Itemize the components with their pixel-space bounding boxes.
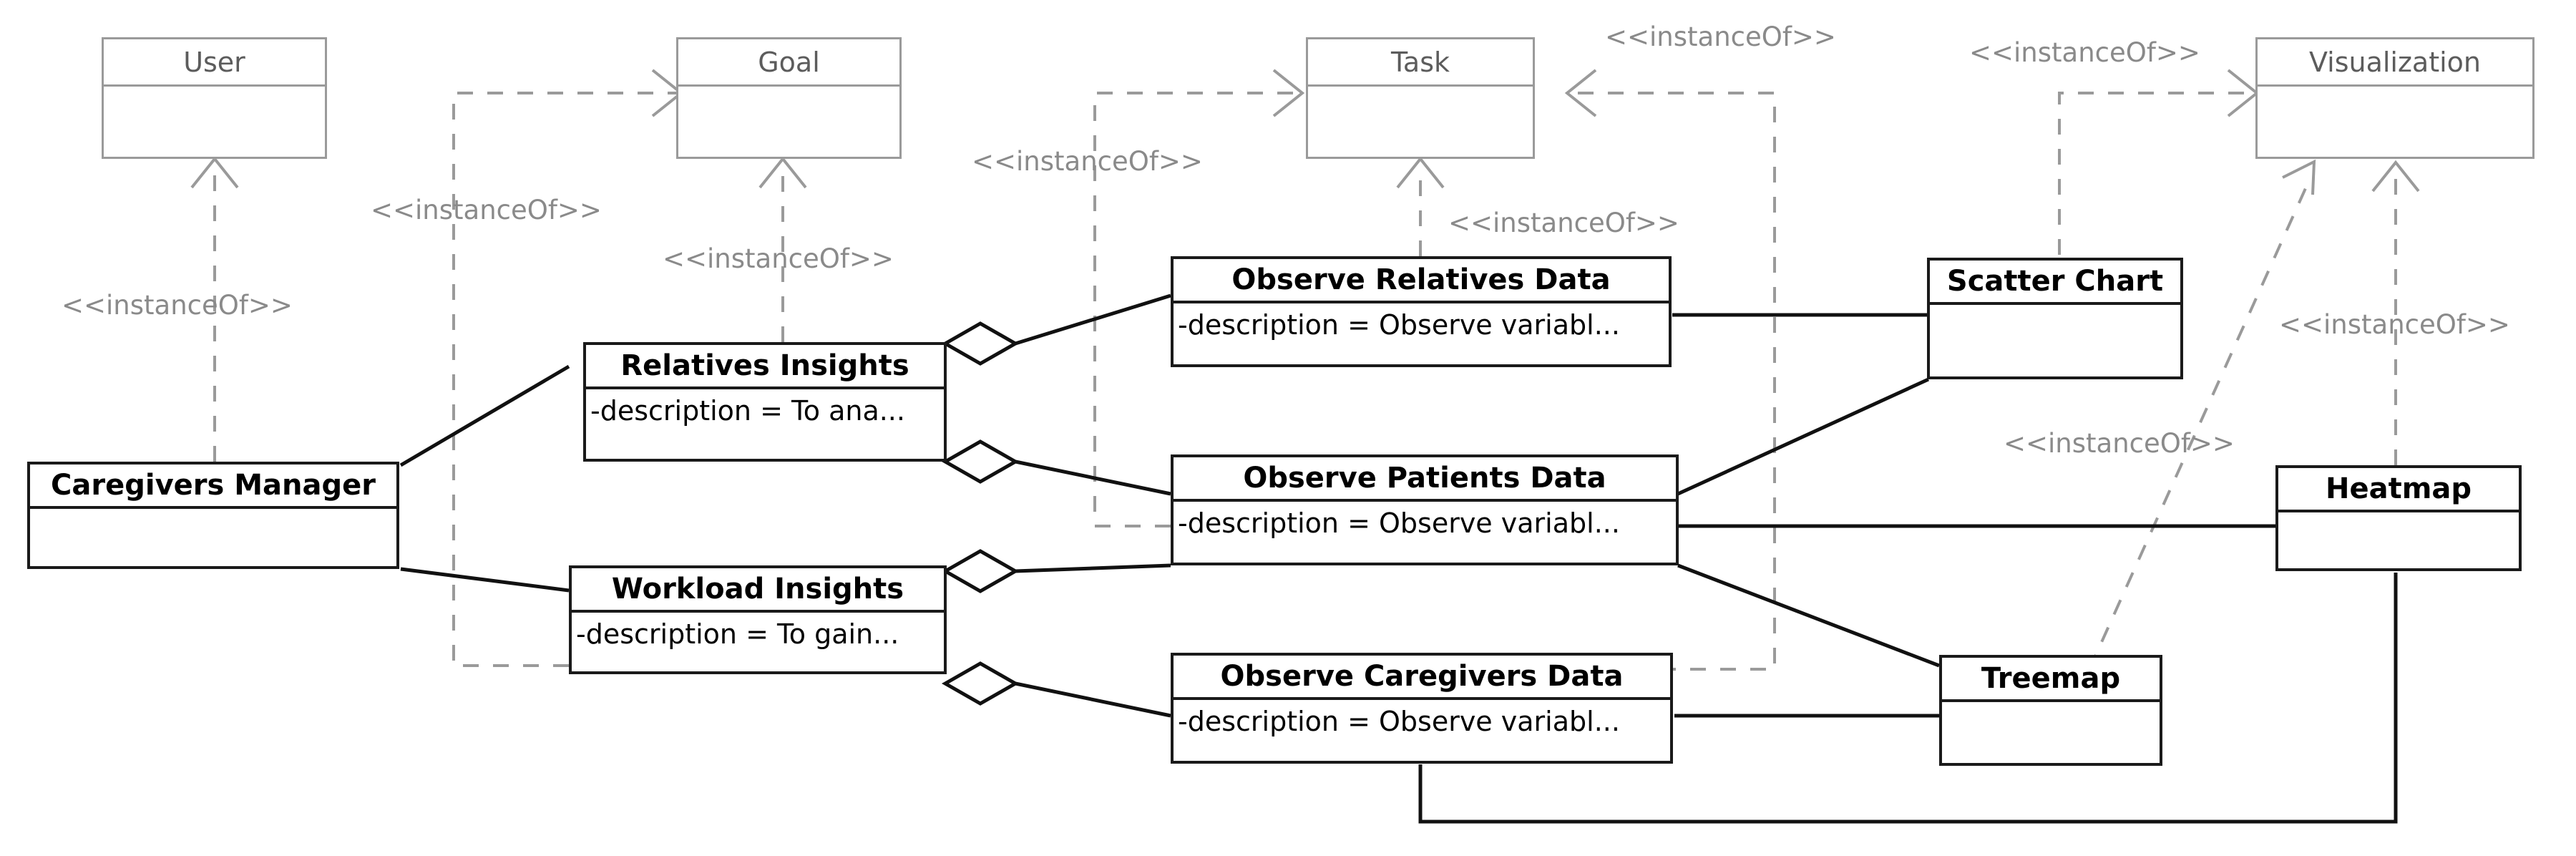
class-box-relatives-insights[interactable]: Relatives Insights -description = To ana… — [583, 342, 947, 462]
association-caregivers-manager-workload-insights — [400, 567, 570, 593]
class-name-caregivers-manager: Caregivers Manager — [30, 465, 396, 509]
class-attributes-observe-patients-data: -description = Observe variabl... — [1178, 507, 1620, 539]
class-box-scatter-chart[interactable]: Scatter Chart — [1927, 258, 2183, 379]
class-attributes-scatter-chart — [1930, 305, 2180, 376]
class-name-treemap: Treemap — [1942, 658, 2160, 702]
class-box-task[interactable]: Task — [1306, 37, 1535, 159]
aggregation-relatives-insights-observe-relatives-data — [941, 293, 1171, 366]
label-instanceof-observe-patients-task: <<instanceOf>> — [972, 146, 1203, 177]
class-box-user[interactable]: User — [102, 37, 327, 159]
class-box-workload-insights[interactable]: Workload Insights -description = To gain… — [569, 565, 947, 674]
instanceof-line-observe-relatives-task — [1396, 156, 1445, 256]
class-attributes-goal — [678, 87, 899, 157]
class-box-heatmap[interactable]: Heatmap — [2275, 465, 2522, 571]
association-observe-patients-data-treemap — [1677, 563, 1940, 668]
class-name-observe-caregivers-data: Observe Caregivers Data — [1174, 656, 1670, 700]
class-attributes-heatmap — [2278, 512, 2519, 568]
association-caregivers-manager-relatives-insights — [399, 364, 570, 467]
aggregation-relatives-insights-observe-patients-data — [941, 439, 1171, 496]
class-attributes-visualization — [2258, 87, 2532, 157]
class-attributes-relatives-insights: -description = To ana... — [590, 395, 905, 427]
class-name-observe-patients-data: Observe Patients Data — [1174, 457, 1676, 502]
association-observe-patients-data-scatter-chart — [1677, 377, 1930, 496]
aggregation-workload-insights-observe-caregivers-data — [941, 661, 1171, 718]
label-instanceof-workload-insights-goal: <<instanceOf>> — [371, 195, 602, 225]
class-attributes-treemap — [1942, 702, 2160, 763]
class-name-task: Task — [1308, 39, 1533, 87]
class-attributes-task — [1308, 87, 1533, 157]
label-instanceof-observe-relatives-task: <<instanceOf>> — [1448, 208, 1679, 238]
class-name-workload-insights: Workload Insights — [572, 568, 944, 613]
label-instanceof-relatives-insights-goal: <<instanceOf>> — [663, 243, 894, 274]
class-name-user: User — [104, 39, 325, 87]
class-box-observe-caregivers-data[interactable]: Observe Caregivers Data -description = O… — [1171, 653, 1673, 764]
instanceof-line-observe-caregivers-task — [1564, 69, 1776, 671]
class-box-treemap[interactable]: Treemap — [1939, 655, 2162, 766]
class-name-relatives-insights: Relatives Insights — [586, 345, 944, 389]
class-box-observe-relatives-data[interactable]: Observe Relatives Data -description = Ob… — [1171, 256, 1672, 367]
label-instanceof-observe-caregivers-task: <<instanceOf>> — [1605, 21, 1836, 52]
class-attributes-observe-relatives-data: -description = Observe variabl... — [1178, 309, 1620, 341]
class-box-goal[interactable]: Goal — [676, 37, 902, 159]
instanceof-line-treemap-visualization — [2088, 159, 2316, 670]
class-attributes-user — [104, 87, 325, 157]
label-instanceof-scatter-chart-visualization: <<instanceOf>> — [1969, 37, 2200, 68]
class-name-observe-relatives-data: Observe Relatives Data — [1174, 259, 1669, 303]
class-box-caregivers-manager[interactable]: Caregivers Manager — [27, 462, 399, 569]
class-name-goal: Goal — [678, 39, 899, 87]
label-instanceof-caregivers-manager-user: <<instanceOf>> — [62, 290, 293, 321]
class-box-visualization[interactable]: Visualization — [2255, 37, 2534, 159]
class-name-visualization: Visualization — [2258, 39, 2532, 87]
class-attributes-observe-caregivers-data: -description = Observe variabl... — [1178, 706, 1620, 737]
aggregation-workload-insights-observe-patients-data — [941, 549, 1171, 593]
class-name-scatter-chart: Scatter Chart — [1930, 261, 2180, 305]
class-attributes-caregivers-manager — [30, 509, 396, 566]
class-attributes-workload-insights: -description = To gain... — [576, 618, 899, 650]
label-instanceof-treemap-visualization: <<instanceOf>> — [2004, 428, 2235, 459]
class-box-observe-patients-data[interactable]: Observe Patients Data -description = Obs… — [1171, 454, 1679, 565]
label-instanceof-heatmap-visualization: <<instanceOf>> — [2279, 309, 2510, 340]
class-name-heatmap: Heatmap — [2278, 468, 2519, 512]
